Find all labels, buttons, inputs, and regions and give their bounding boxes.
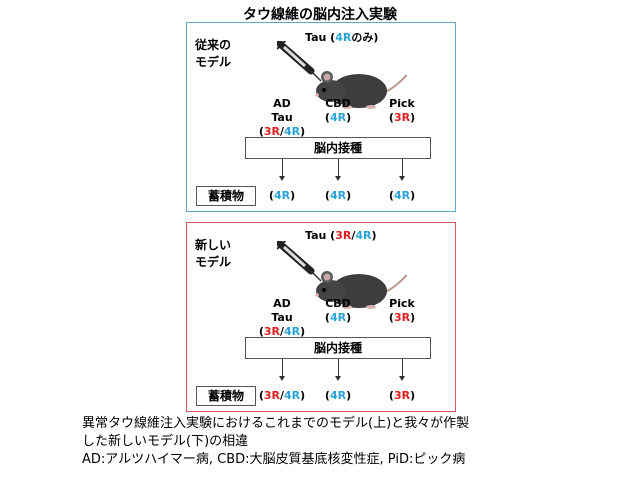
old-cbd-tau: (4R): [324, 111, 352, 124]
old-col-pick: Pick (3R): [372, 97, 432, 125]
new-col-cbd: CBD (4R): [308, 297, 368, 325]
old-ad-tau: Tau (3R/4R): [258, 111, 306, 138]
new-pick-tau: (3R): [388, 311, 416, 324]
new-accumulation-box: 蓄積物: [196, 386, 256, 406]
new-disease-pick: Pick: [389, 297, 415, 310]
new-model-label-line1: 新しい: [195, 238, 232, 252]
old-result-pick: (4R): [388, 189, 416, 202]
old-result-ad: (4R): [268, 189, 296, 202]
old-model-label-line2: モデル: [195, 55, 232, 69]
old-pick-tau: (3R): [388, 111, 416, 124]
caption-line-2: した新しいモデル(下)の相違: [82, 434, 249, 449]
new-result-ad: (3R/4R): [258, 389, 306, 402]
new-ad-tau: Tau (3R/4R): [258, 311, 306, 338]
new-arrow-ad: [279, 359, 285, 381]
old-model-label: 従来の モデル: [195, 37, 231, 71]
new-arrow-cbd: [335, 359, 341, 381]
old-accumulation-box: 蓄積物: [196, 186, 256, 206]
new-col-pick: Pick (3R): [372, 297, 432, 325]
new-col-ad: AD Tau (3R/4R): [252, 297, 312, 339]
old-injected-tau: Tau (4Rのみ): [305, 31, 379, 44]
caption-line-3: AD:アルツハイマー病, CBD:大脳皮質基底核変性症, PiD:ピック病: [82, 452, 466, 467]
old-disease-cbd: CBD: [325, 97, 351, 110]
old-disease-pick: Pick: [389, 97, 415, 110]
new-disease-ad: AD: [273, 297, 291, 310]
new-disease-cbd: CBD: [325, 297, 351, 310]
old-arrow-pick: [399, 159, 405, 181]
syringe-icon: [277, 41, 322, 82]
new-model-label: 新しい モデル: [195, 237, 231, 271]
syringe-icon: [277, 241, 322, 282]
old-injection-box: 脳内接種: [245, 137, 431, 159]
old-col-cbd: CBD (4R): [308, 97, 368, 125]
old-model-label-line1: 従来の: [195, 38, 232, 52]
old-result-cbd: (4R): [324, 189, 352, 202]
old-disease-ad: AD: [273, 97, 291, 110]
new-model-panel: 新しい モデル Tau (3R/4R) AD Tau (3R/4R) CBD (…: [186, 222, 456, 412]
diagram-title: タウ線維の脳内注入実験: [243, 7, 397, 23]
old-arrow-ad: [279, 159, 285, 181]
old-arrow-cbd: [335, 159, 341, 181]
new-model-label-line2: モデル: [195, 255, 232, 269]
new-injection-box: 脳内接種: [245, 337, 431, 359]
mouse-icon: [315, 71, 407, 109]
new-arrow-pick: [399, 359, 405, 381]
mouse-icon: [315, 271, 407, 309]
new-result-cbd: (4R): [324, 389, 352, 402]
old-model-panel: 従来の モデル Tau (4Rのみ) AD Tau (3R/4R) CBD (4…: [186, 22, 456, 212]
new-result-pick: (3R): [388, 389, 416, 402]
new-cbd-tau: (4R): [324, 311, 352, 324]
old-col-ad: AD Tau (3R/4R): [252, 97, 312, 139]
new-injected-tau: Tau (3R/4R): [305, 229, 377, 242]
figure-caption: 異常タウ線維注入実験におけるこれまでのモデル(上)と我々が作製 した新しいモデル…: [82, 415, 469, 469]
mouse-with-syringe-image: [277, 241, 407, 309]
mouse-with-syringe-image: [277, 41, 407, 109]
caption-line-1: 異常タウ線維注入実験におけるこれまでのモデル(上)と我々が作製: [82, 416, 470, 431]
